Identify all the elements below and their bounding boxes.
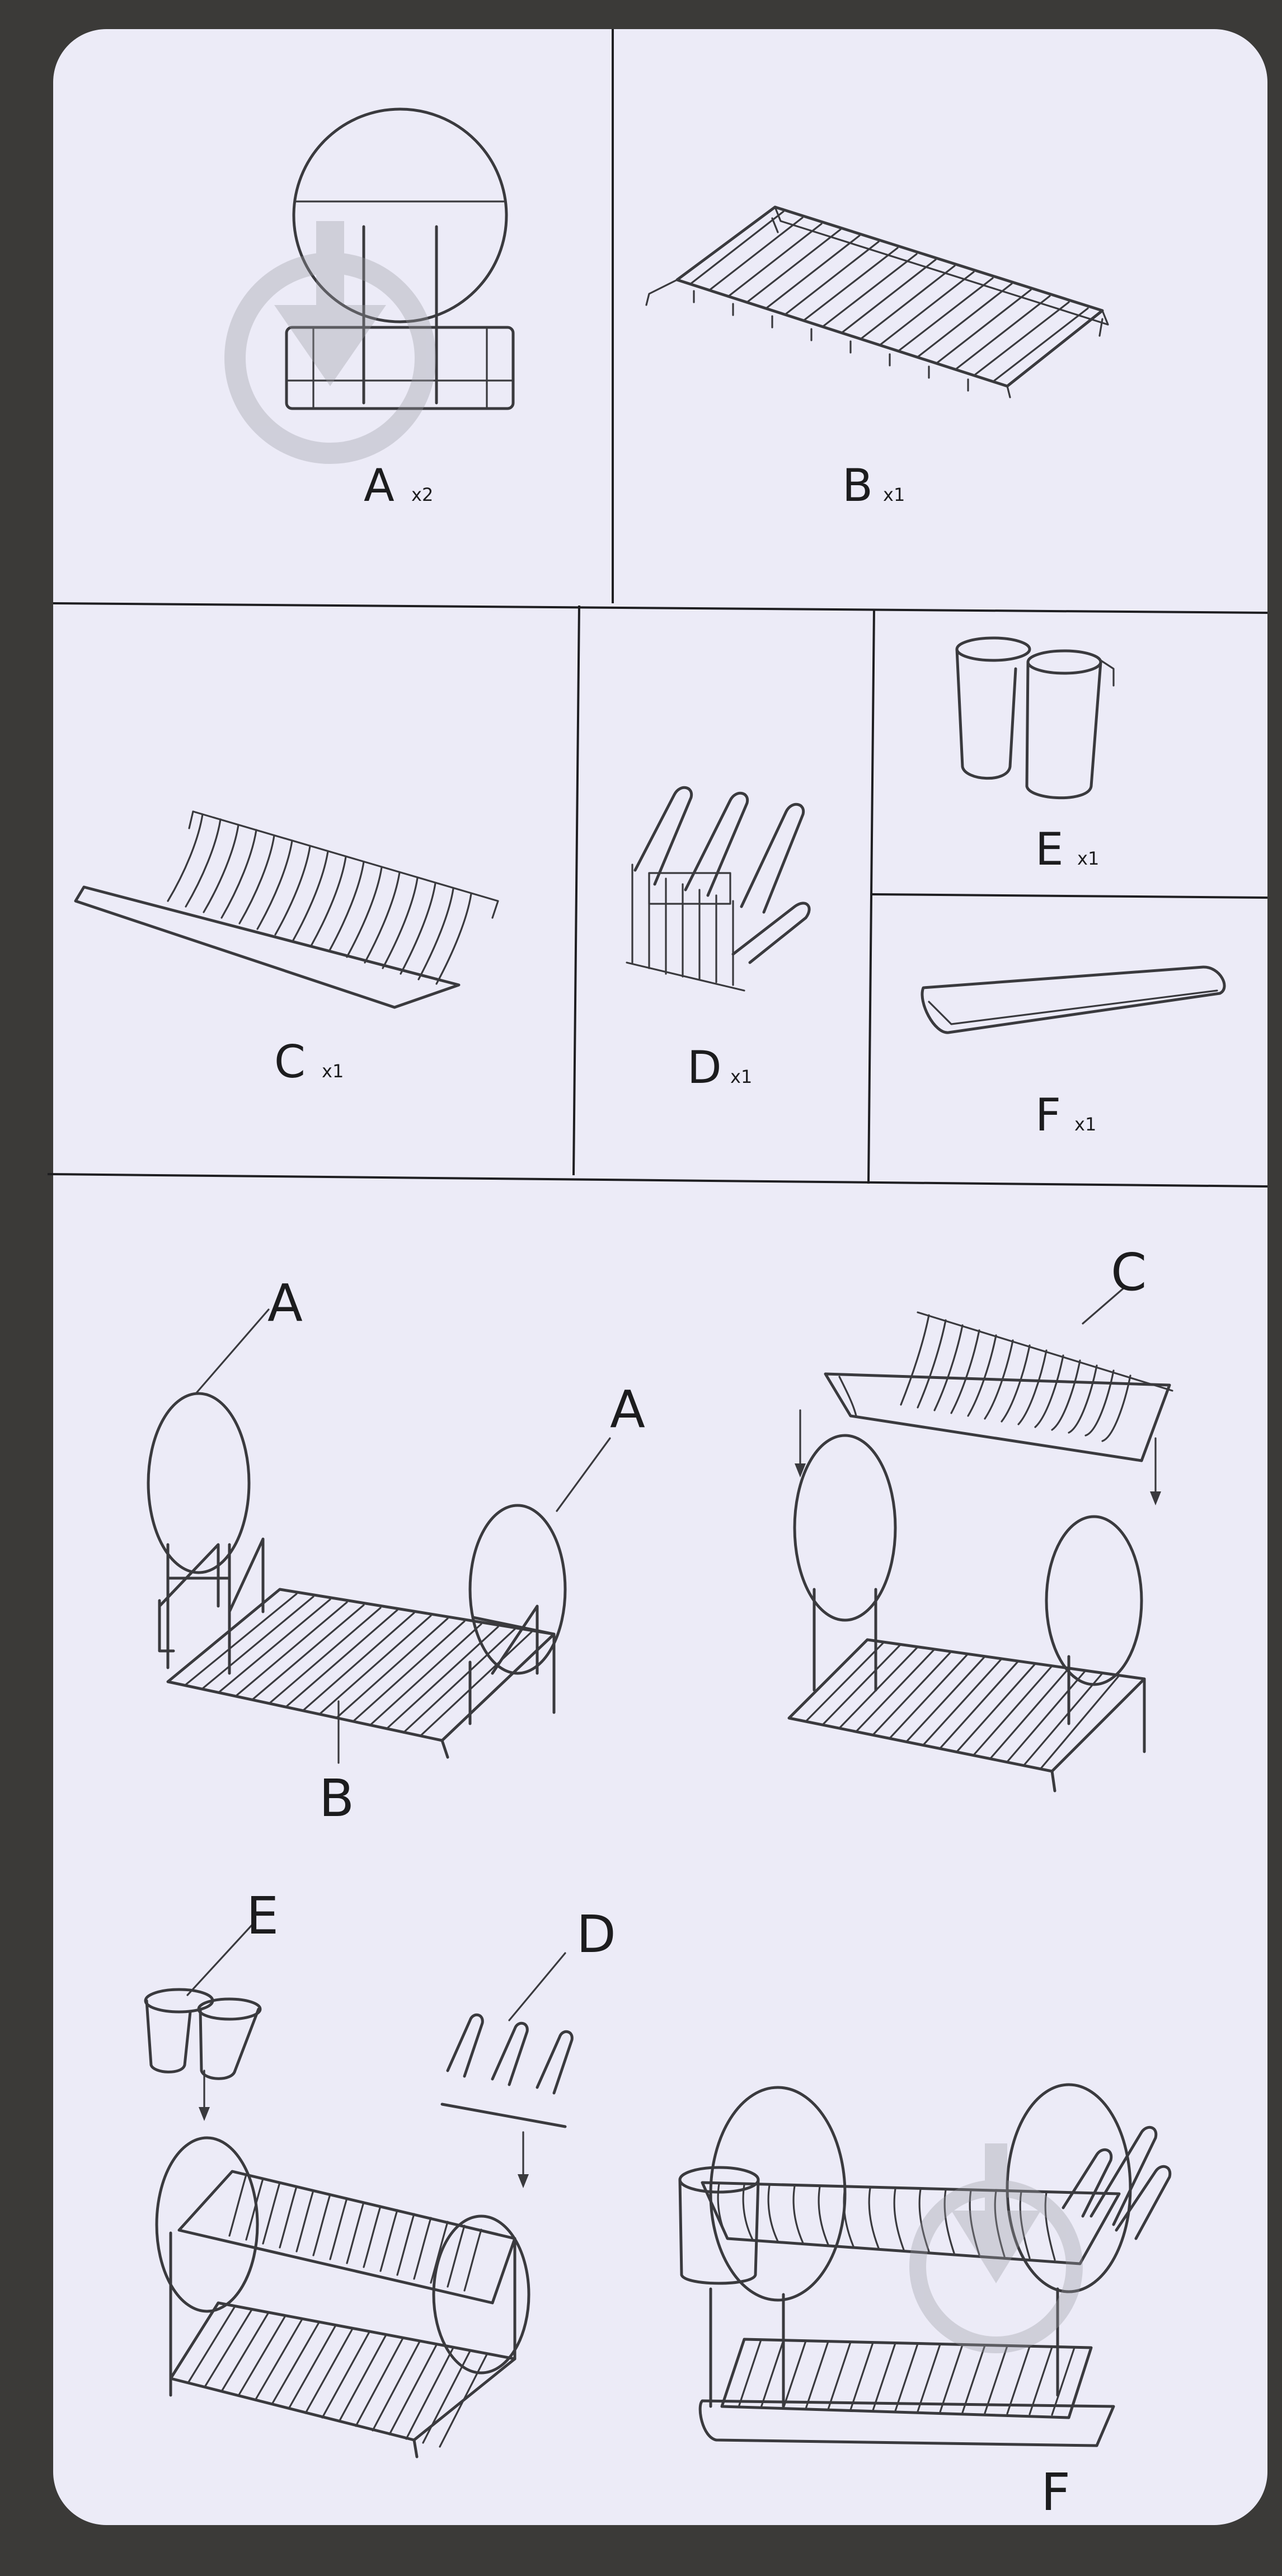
part-a-illustration	[285, 107, 515, 410]
part-f-quantity: x1	[1074, 1114, 1096, 1135]
grid-lines	[47, 29, 1268, 1188]
part-e-letter: E	[1035, 823, 1064, 875]
step4-callout-f: F	[1041, 2462, 1070, 2522]
part-a-quantity: x2	[411, 484, 433, 505]
part-c-quantity: x1	[322, 1061, 344, 1082]
watermark-logo-icon	[224, 221, 436, 464]
step1-callout-a-right: A	[610, 1380, 645, 1439]
part-b-quantity: x1	[883, 484, 905, 505]
step4-illustration	[678, 2083, 1172, 2447]
part-f-illustration	[921, 965, 1226, 1034]
part-a-letter: A	[364, 459, 395, 512]
part-c-illustration	[74, 810, 499, 1009]
part-b-illustration	[645, 205, 1109, 398]
step1-callout-a-left: A	[267, 1273, 303, 1333]
step2-illustration	[787, 1286, 1173, 1793]
part-f-letter: F	[1035, 1089, 1061, 1141]
part-b-letter: B	[842, 459, 873, 512]
part-d-quantity: x1	[730, 1066, 752, 1087]
part-d-illustration	[626, 786, 811, 992]
part-e-quantity: x1	[1077, 848, 1099, 869]
step1-callout-b: B	[319, 1768, 354, 1828]
step1-illustration	[147, 1308, 611, 1764]
step3-illustration	[144, 1924, 574, 2458]
step2-callout-c: C	[1111, 1242, 1147, 1302]
part-e-illustration	[955, 636, 1115, 800]
step3-callout-e: E	[246, 1886, 279, 1946]
part-c-letter: C	[274, 1036, 306, 1088]
step3-callout-d: D	[576, 1904, 616, 1964]
paper-card	[53, 29, 1267, 2525]
watermark-logo-icon	[909, 2143, 1083, 2353]
part-d-letter: D	[687, 1041, 722, 1094]
